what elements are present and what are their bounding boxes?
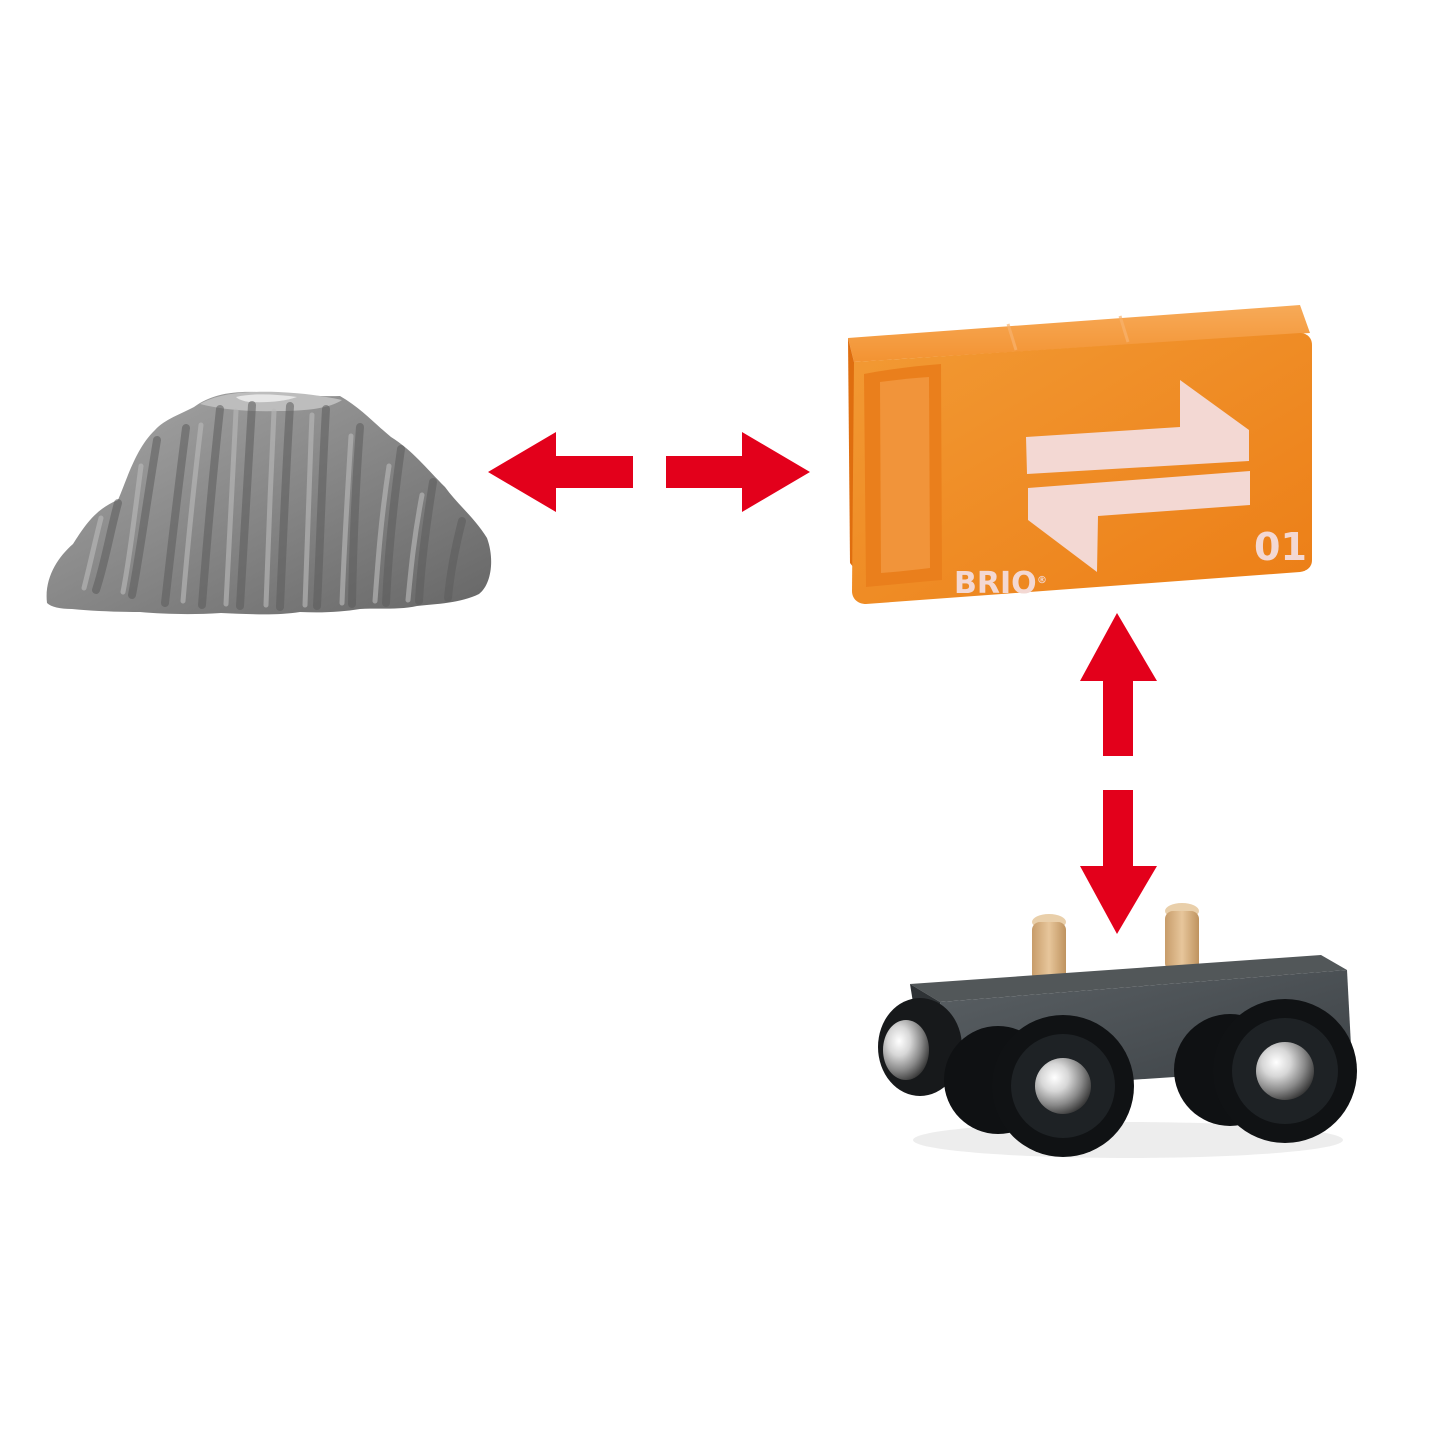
wagon-wheel-right-front (1213, 999, 1357, 1143)
exchange-arrow-bottom (1028, 471, 1250, 572)
rock-highlights (81, 408, 425, 608)
container-seam-1 (1006, 323, 1018, 351)
wagon-peg-left (1032, 922, 1066, 982)
vertical-connector-arrow (1080, 613, 1157, 934)
horizontal-connector-arrow (488, 432, 810, 512)
wheel-right-front-hub (1256, 1042, 1314, 1100)
wagon-wheel-left-front (992, 1015, 1134, 1157)
container-top-face (848, 305, 1310, 362)
container-seam-2 (1118, 315, 1130, 343)
up-arrow-head (1080, 613, 1157, 756)
wheel-left-front-hub (1035, 1058, 1091, 1114)
right-arrow-head (666, 432, 810, 512)
container-opening-inner (880, 377, 930, 573)
left-arrow-head (488, 432, 633, 512)
cargo-container: BRIO ® 01 (848, 305, 1312, 604)
wagon-body-top (910, 955, 1347, 1002)
container-brand: BRIO (954, 566, 1037, 601)
container-registered-mark: ® (1037, 575, 1047, 586)
exchange-arrow-top (1026, 380, 1249, 474)
rock-ridges (92, 401, 466, 611)
rock-top-highlight (236, 394, 297, 403)
coupler-left-metal (883, 1020, 929, 1080)
wagon-peg-right (1165, 911, 1199, 971)
rock-cargo (46, 391, 492, 615)
wagon (878, 903, 1357, 1158)
container-number: 01 (1254, 525, 1307, 569)
exchange-arrows-icon (1026, 380, 1250, 572)
wagon-coupler-left (878, 998, 962, 1096)
down-arrow-head (1080, 790, 1157, 934)
wagon-pegs (1032, 903, 1199, 982)
